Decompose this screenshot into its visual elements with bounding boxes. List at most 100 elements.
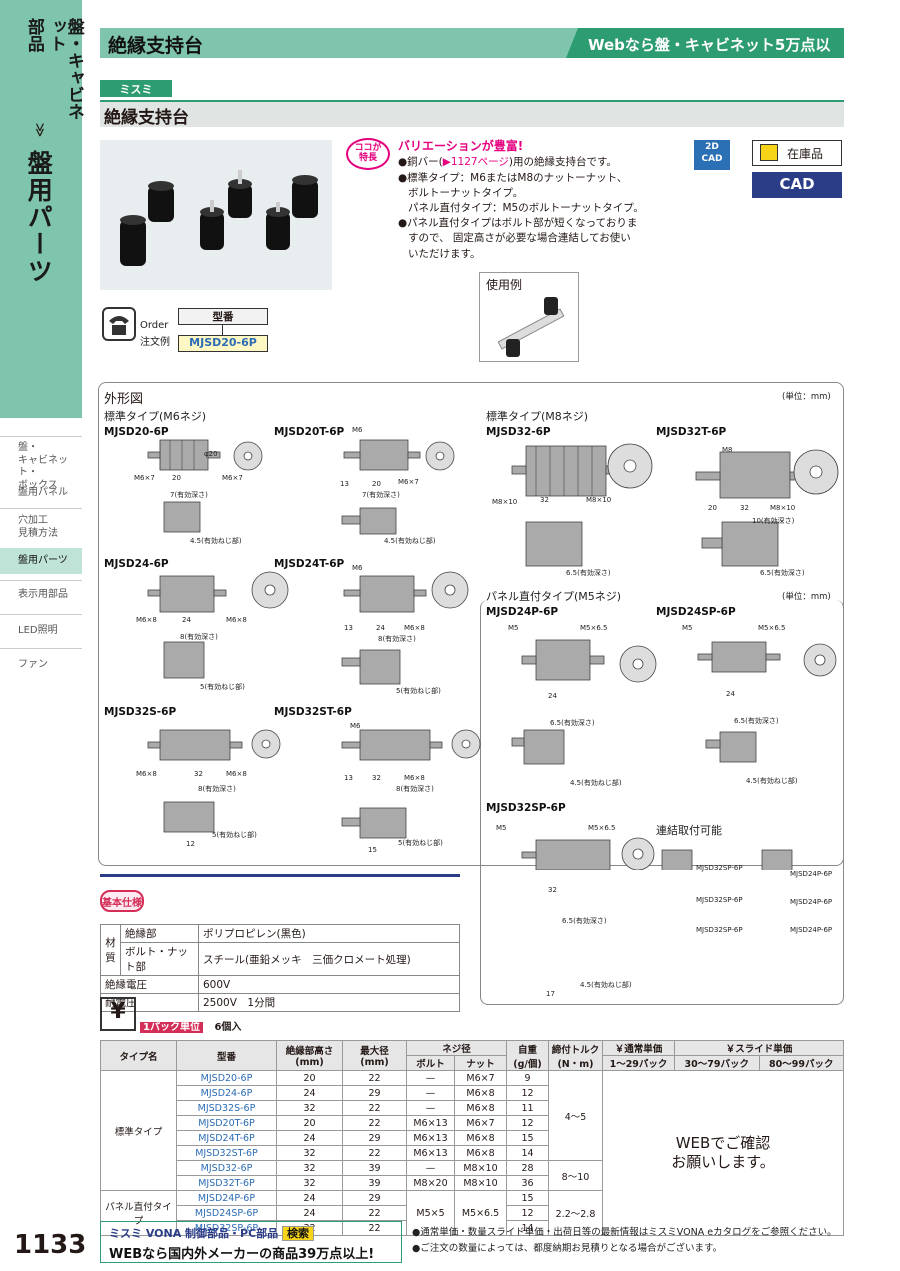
dim-label: 32 xyxy=(740,504,749,512)
pack-unit: 1パック単位 6個入 xyxy=(140,1018,262,1033)
part-number-link[interactable]: MJSD24T-6P xyxy=(176,1130,277,1146)
sidebar-chevron-icon: ≫ xyxy=(31,122,48,138)
dim-label: M5 xyxy=(508,624,519,632)
dimension-drawings-panel-type xyxy=(480,600,844,1005)
part-number-link[interactable]: MJSD32S-6P xyxy=(176,1100,277,1116)
cad-button[interactable]: CAD xyxy=(752,172,842,198)
sidebar-category-line2: 部品 xyxy=(23,18,44,52)
stack-label: MJSD32SP-6P xyxy=(696,926,743,934)
sidebar-item-panel[interactable]: 盤用パネル xyxy=(18,487,68,498)
dim-label: 32 xyxy=(194,770,203,778)
part-number-link[interactable]: MJSD20-6P xyxy=(176,1070,277,1086)
model-label: MJSD20T-6P xyxy=(274,426,345,438)
dim-label: M6 xyxy=(352,426,363,434)
dim-label: 6.5(有効深さ) xyxy=(760,569,805,577)
model-label: MJSD24T-6P xyxy=(274,558,345,570)
part-number-link[interactable]: MJSD32T-6P xyxy=(176,1175,277,1191)
col-header: 最大径 (mm) xyxy=(342,1040,407,1071)
dim-label: 24 xyxy=(548,692,557,700)
phone-icon xyxy=(102,307,136,341)
model-label: MJSD24SP-6P xyxy=(656,606,736,618)
dim-label: M6×8 xyxy=(226,770,247,778)
dim-label: M6 xyxy=(350,722,361,730)
dim-label: M8 xyxy=(722,446,733,454)
dim-label: 5(有効ねじ部) xyxy=(396,687,441,695)
dim-label: 8(有効深さ) xyxy=(198,785,236,793)
page-number: 1133 xyxy=(14,1230,87,1260)
spec-cell: 材質 xyxy=(100,924,121,976)
unit-label-2: (単位：mm) xyxy=(782,592,831,602)
feature-list: バリエーションが豊富! ●銅バー(▶1127ページ)用の絶縁支持台です。 ●標準… xyxy=(398,138,668,262)
dim-label: 5(有効ねじ部) xyxy=(212,831,257,839)
dim-label: 4.5(有効ねじ部) xyxy=(384,537,436,545)
part-number-link[interactable]: MJSD32-6P xyxy=(176,1160,277,1176)
order-col-header: 型番 xyxy=(178,308,268,325)
dim-label: 6.5(有効深さ) xyxy=(734,717,779,725)
brand-tag: ミスミ xyxy=(100,80,172,97)
dim-label: M5×6.5 xyxy=(588,824,616,832)
dim-label: 4.5(有効ねじ部) xyxy=(580,981,632,989)
col-header: 自重 (g/個) xyxy=(506,1040,549,1071)
product-photo xyxy=(100,140,332,290)
dim-label: M6×8 xyxy=(226,616,247,624)
panel-m5-label: パネル直付タイプ(M5ネジ) xyxy=(486,590,622,603)
dim-label: M6×8 xyxy=(136,770,157,778)
footer-note: ●通常単価・数量スライド単価・出荷日等の最新情報はミスミVONA eカタログをご… xyxy=(412,1227,837,1238)
vona-banner[interactable]: ミスミ VONA 制御部品・PC部品 検索 WEBなら国内外メーカーの商品39万… xyxy=(100,1221,402,1263)
dim-label: 7(有効深さ) xyxy=(170,491,208,499)
stock-badge: 在庫品 xyxy=(752,140,842,166)
dim-label: 4.5(有効ねじ部) xyxy=(746,777,798,785)
dim-label: 4.5(有効ねじ部) xyxy=(190,537,242,545)
order-label-en: Order xyxy=(140,320,169,331)
model-label: MJSD32-6P xyxy=(486,426,551,438)
sidebar-item-fan[interactable]: ファン xyxy=(18,659,48,670)
stack-label: MJSD24P-6P xyxy=(790,898,833,906)
sidebar-item-panel-parts[interactable]: 盤用パーツ xyxy=(0,548,82,574)
dim-label: 20 xyxy=(172,474,181,482)
web-notice: WEBでご確認 お願いします。 xyxy=(602,1070,844,1236)
dim-label: 5(有効ねじ部) xyxy=(200,683,245,691)
sidebar-item-display[interactable]: 表示用部品 xyxy=(18,589,68,600)
feature-badge: ココが 特長 xyxy=(346,138,390,170)
dim-label: M6×8 xyxy=(136,616,157,624)
dim-label: M6 xyxy=(352,564,363,572)
order-example: MJSD20-6P xyxy=(178,335,268,352)
spec-cell: ボルト・ナット部 xyxy=(120,942,199,976)
part-number-link[interactable]: MJSD32ST-6P xyxy=(176,1145,277,1161)
connect-label: 連結取付可能 xyxy=(656,824,722,837)
col-header: 型番 xyxy=(176,1040,277,1071)
spec-cell: 絶縁部 xyxy=(120,924,199,943)
spec-cell: スチール(亜鉛メッキ 三価クロメート処理) xyxy=(198,942,460,976)
usage-example: 使用例 xyxy=(479,272,579,362)
col-header: 30〜79パック xyxy=(674,1055,760,1071)
std-m8-label: 標準タイプ(M8ネジ) xyxy=(486,410,589,423)
page-link[interactable]: ▶1127ページ xyxy=(442,156,509,169)
part-number-link[interactable]: MJSD20T-6P xyxy=(176,1115,277,1131)
group-cell: 標準タイプ xyxy=(100,1070,177,1191)
col-header: ￥スライド単価 xyxy=(674,1040,844,1056)
part-number-link[interactable]: MJSD24P-6P xyxy=(176,1190,277,1206)
sidebar-item-cabinet-box[interactable]: 盤・ キャビネット・ ボックス xyxy=(18,442,68,491)
part-number-link[interactable]: MJSD24-6P xyxy=(176,1085,277,1101)
header-tagline[interactable]: Webなら盤・キャビネット5万点以上取扱い! xyxy=(566,28,844,58)
dim-label: 24 xyxy=(182,616,191,624)
group-cell: パネル直付タイプ xyxy=(100,1190,177,1236)
search-button[interactable]: 検索 xyxy=(282,1226,315,1241)
dim-label: 13 xyxy=(344,774,353,782)
drawings-title: 外形図 xyxy=(104,392,144,407)
dim-label: 8(有効深さ) xyxy=(396,785,434,793)
part-number-link[interactable]: MJSD24SP-6P xyxy=(176,1205,277,1221)
sidebar-item-led[interactable]: LED照明 xyxy=(18,625,58,636)
col-header: ナット xyxy=(454,1055,507,1071)
dim-label: M5×6.5 xyxy=(758,624,786,632)
sidebar-item-drilling[interactable]: 穴加工 見積方法 xyxy=(18,515,58,539)
col-header: 1〜29パック xyxy=(602,1055,675,1071)
dim-label: M8×10 xyxy=(586,496,612,504)
spec-cell: 2500V 1分間 xyxy=(198,993,460,1012)
price-table: タイプ名 型番 絶縁部高さ (mm) 最大径 (mm) ネジ径 自重 (g/個)… xyxy=(100,1040,844,1236)
dim-label: 5(有効ねじ部) xyxy=(398,839,443,847)
